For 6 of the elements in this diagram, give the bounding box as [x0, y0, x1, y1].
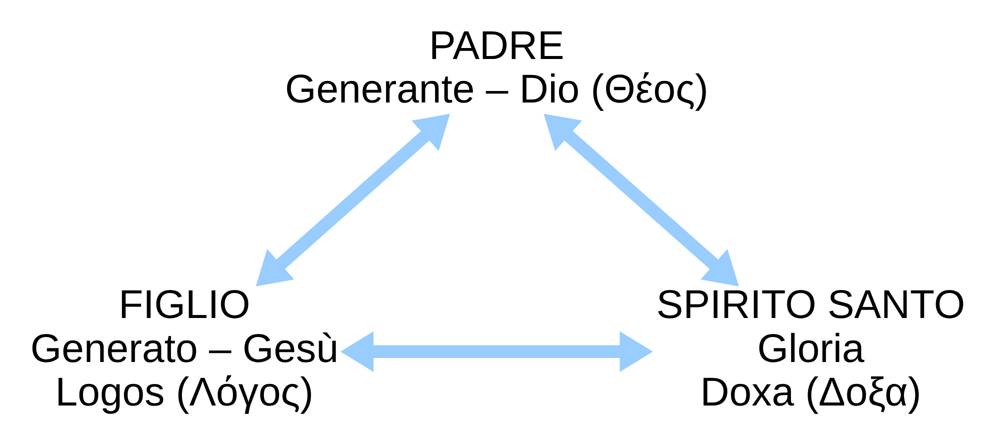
node-text: FIGLIO Generato – Gesù Logos (Λόγος)	[30, 282, 338, 415]
arrow	[544, 114, 739, 286]
node-text: PADRE Generante – Dio (Θέος)	[284, 22, 708, 112]
arrow	[256, 114, 450, 286]
arrow	[340, 331, 653, 372]
node-text: SPIRITO SANTO Gloria Doxa (Δοξα)	[656, 282, 966, 415]
